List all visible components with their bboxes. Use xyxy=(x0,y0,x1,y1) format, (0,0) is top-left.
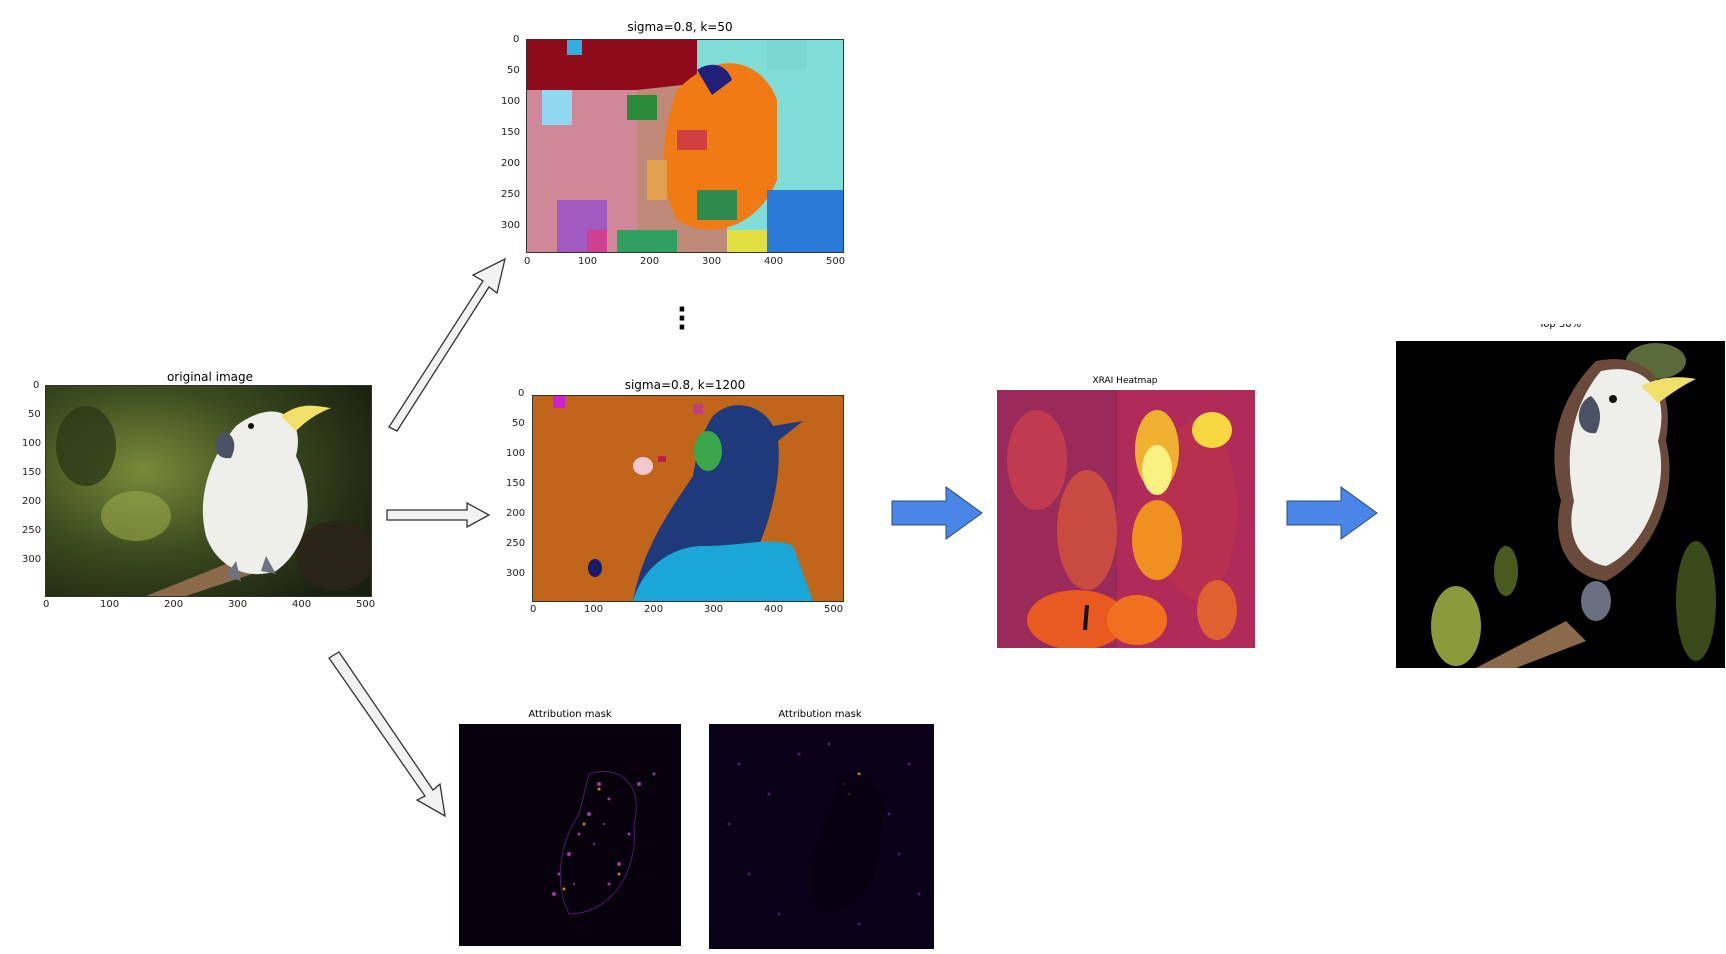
original-image xyxy=(45,385,372,597)
ytick: 250 xyxy=(506,538,526,549)
ytick: 250 xyxy=(22,525,42,536)
ytick: 0 xyxy=(33,380,40,391)
xtick: 0 xyxy=(524,256,531,267)
xtick: 500 xyxy=(826,256,846,267)
ellipsis-vertical: ··· xyxy=(677,295,687,343)
xtick: 400 xyxy=(292,599,312,610)
xtick: 0 xyxy=(43,599,50,610)
ytick: 0 xyxy=(518,388,525,399)
ytick: 100 xyxy=(506,448,526,459)
ytick: 0 xyxy=(513,34,520,45)
xtick: 500 xyxy=(356,599,376,610)
seg-k50-title: sigma=0.8, k=50 xyxy=(627,20,733,34)
xtick: 100 xyxy=(578,256,598,267)
seg-k50-image xyxy=(526,39,844,253)
ytick: 50 xyxy=(28,409,41,420)
xtick: 0 xyxy=(530,604,537,615)
attribution-mask-1-image xyxy=(459,724,681,946)
ytick: 50 xyxy=(507,65,520,76)
top-result-image xyxy=(1396,341,1725,668)
attribution-mask-2-image xyxy=(709,724,934,949)
original-image-title: original image xyxy=(166,370,254,384)
xtick: 200 xyxy=(644,604,664,615)
ytick: 300 xyxy=(506,568,526,579)
top-result-title: Top 30% xyxy=(1538,324,1582,330)
xtick: 200 xyxy=(164,599,184,610)
xtick: 200 xyxy=(640,256,660,267)
ytick: 50 xyxy=(512,418,525,429)
ytick: 100 xyxy=(501,96,521,107)
ytick: 150 xyxy=(506,478,526,489)
xtick: 300 xyxy=(702,256,722,267)
xtick: 100 xyxy=(100,599,120,610)
ytick: 200 xyxy=(501,158,521,169)
arrow-to-seg-k50 xyxy=(388,257,506,432)
attribution-mask-2-title: Attribution mask xyxy=(778,709,862,720)
ytick: 100 xyxy=(22,438,42,449)
ytick: 300 xyxy=(22,554,42,565)
ytick: 300 xyxy=(501,220,521,231)
blue-arrow-to-heatmap xyxy=(891,486,983,540)
attribution-mask-1-title: Attribution mask xyxy=(528,709,612,720)
seg-k1200-title: sigma=0.8, k=1200 xyxy=(624,378,746,392)
blue-arrow-to-result xyxy=(1286,486,1378,540)
xtick: 300 xyxy=(228,599,248,610)
ytick: 150 xyxy=(22,467,42,478)
seg-k1200-image xyxy=(532,395,844,602)
arrow-to-attribution xyxy=(328,651,446,818)
ytick: 200 xyxy=(22,496,42,507)
xrai-heatmap-image xyxy=(997,390,1255,648)
xtick: 400 xyxy=(764,604,784,615)
xrai-heatmap-title: XRAI Heatmap xyxy=(1092,376,1158,386)
xtick: 500 xyxy=(824,604,844,615)
ytick: 150 xyxy=(501,127,521,138)
xtick: 300 xyxy=(704,604,724,615)
xtick: 400 xyxy=(764,256,784,267)
ytick: 200 xyxy=(506,508,526,519)
xtick: 100 xyxy=(584,604,604,615)
arrow-to-seg-k1200 xyxy=(386,501,491,529)
ytick: 250 xyxy=(501,189,521,200)
